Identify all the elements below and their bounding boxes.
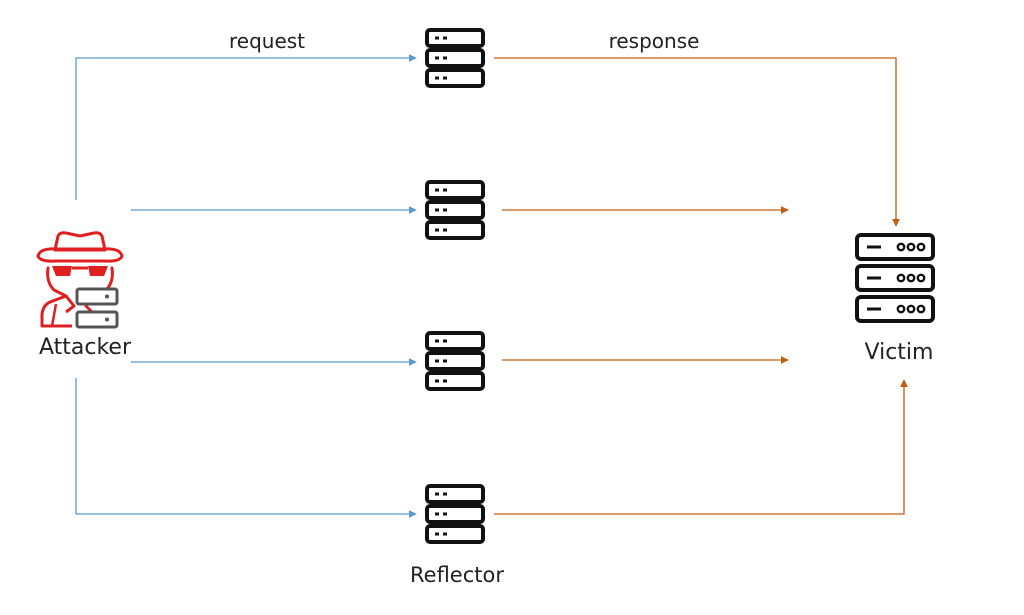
request-arrow-1 [75, 54, 417, 200]
victim-server-icon [855, 233, 935, 323]
victim-label: Victim [865, 340, 934, 365]
reflector-server-1-icon [425, 28, 485, 88]
reflector-label: Reflector [410, 563, 504, 587]
request-arrow-4 [75, 378, 417, 518]
response-arrow-1 [494, 57, 900, 227]
response-arrow-4 [494, 379, 908, 515]
reflector-server-4-icon [425, 484, 485, 544]
reflector-server-3-icon [425, 331, 485, 391]
attacker-label: Attacker [39, 335, 132, 360]
request-label: request [229, 29, 305, 53]
hacker-icon [36, 231, 124, 329]
response-label: response [609, 29, 700, 53]
reflector-server-2-icon [425, 180, 485, 240]
